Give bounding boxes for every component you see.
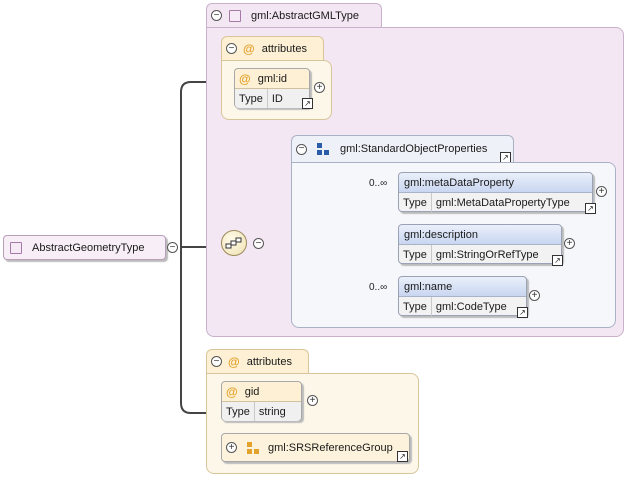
- base-type-name: gml:AbstractGMLType: [251, 9, 359, 22]
- type-value: gml:MetaDataPropertyType: [435, 196, 570, 209]
- element-name-codetype[interactable]: gml:name Type gml:CodeType: [398, 276, 527, 316]
- link-arrow-icon[interactable]: ↗: [517, 307, 528, 318]
- cardinality-label: 0..∞: [369, 178, 388, 189]
- own-attributes-label: attributes: [246, 355, 292, 368]
- complex-type-icon: [229, 9, 241, 22]
- attribute-name: gid: [244, 385, 260, 398]
- base-type-tab[interactable]: − gml:AbstractGMLType: [206, 3, 382, 27]
- base-attributes-label: attributes: [261, 42, 307, 55]
- attribute-group-icon: [247, 441, 259, 454]
- attribute-gid[interactable]: @ gid Type string: [221, 381, 302, 421]
- at-icon: @: [228, 354, 240, 369]
- base-type-collapse-icon[interactable]: −: [211, 10, 222, 21]
- type-label: Type: [399, 193, 432, 212]
- sequence-1-collapse-icon[interactable]: −: [253, 238, 264, 249]
- root-type-box[interactable]: AbstractGeometryType: [3, 235, 166, 260]
- type-label: Type: [399, 297, 432, 316]
- line-to-own-attributes: [180, 247, 221, 414]
- at-icon: @: [243, 41, 255, 56]
- cardinality-label: 0..∞: [369, 282, 388, 293]
- description-expand-icon[interactable]: +: [564, 238, 575, 249]
- group-tab[interactable]: − gml:StandardObjectProperties: [291, 135, 514, 162]
- attribute-gml-id[interactable]: @ gml:id Type ID: [234, 68, 310, 108]
- element-name: gml:metaDataProperty: [404, 176, 515, 189]
- own-attributes-tab[interactable]: − @ attributes: [206, 349, 309, 373]
- type-value: string: [258, 405, 286, 418]
- at-icon: @: [226, 384, 238, 399]
- gml-id-expand-icon[interactable]: +: [314, 82, 325, 93]
- attribute-name: gml:id: [257, 72, 288, 85]
- gid-expand-icon[interactable]: +: [307, 395, 318, 406]
- sequence-compositor-icon[interactable]: [221, 230, 247, 256]
- type-value: gml:StringOrRefType: [435, 248, 539, 261]
- root-type-name: AbstractGeometryType: [32, 241, 145, 254]
- attribute-group-srsreferencegroup[interactable]: + gml:SRSReferenceGroup: [221, 433, 410, 462]
- link-arrow-icon[interactable]: ↗: [552, 255, 563, 266]
- group-collapse-icon[interactable]: −: [296, 143, 307, 155]
- sequence-glyph: [225, 237, 242, 249]
- attribute-group-name: gml:SRSReferenceGroup: [268, 441, 393, 454]
- type-value: ID: [271, 92, 283, 105]
- type-label: Type: [235, 89, 268, 108]
- base-attributes-collapse-icon[interactable]: −: [226, 43, 237, 54]
- complex-type-icon: [10, 241, 22, 254]
- element-name: gml:description: [404, 228, 478, 241]
- group-icon: [317, 143, 329, 155]
- element-description[interactable]: gml:description Type gml:StringOrRefType: [398, 224, 562, 264]
- at-icon: @: [239, 71, 251, 86]
- link-arrow-icon[interactable]: ↗: [397, 451, 408, 462]
- element-metadataproperty[interactable]: gml:metaDataProperty Type gml:MetaDataPr…: [398, 172, 593, 212]
- element-name: gml:name: [404, 280, 453, 293]
- type-value: gml:CodeType: [435, 300, 507, 313]
- base-attributes-tab[interactable]: − @ attributes: [221, 36, 324, 60]
- type-label: Type: [399, 245, 432, 264]
- line-to-base-attributes: [180, 81, 221, 247]
- root-collapse-icon[interactable]: −: [167, 242, 178, 253]
- group-name: gml:StandardObjectProperties: [340, 143, 488, 155]
- link-arrow-icon[interactable]: ↗: [585, 203, 596, 214]
- link-arrow-icon[interactable]: ↗: [302, 98, 313, 109]
- type-label: Type: [222, 402, 255, 421]
- own-attributes-collapse-icon[interactable]: −: [211, 356, 222, 367]
- name-expand-icon[interactable]: +: [529, 290, 540, 301]
- metadataproperty-expand-icon[interactable]: +: [596, 186, 607, 197]
- attribute-group-expand-icon[interactable]: +: [226, 442, 237, 453]
